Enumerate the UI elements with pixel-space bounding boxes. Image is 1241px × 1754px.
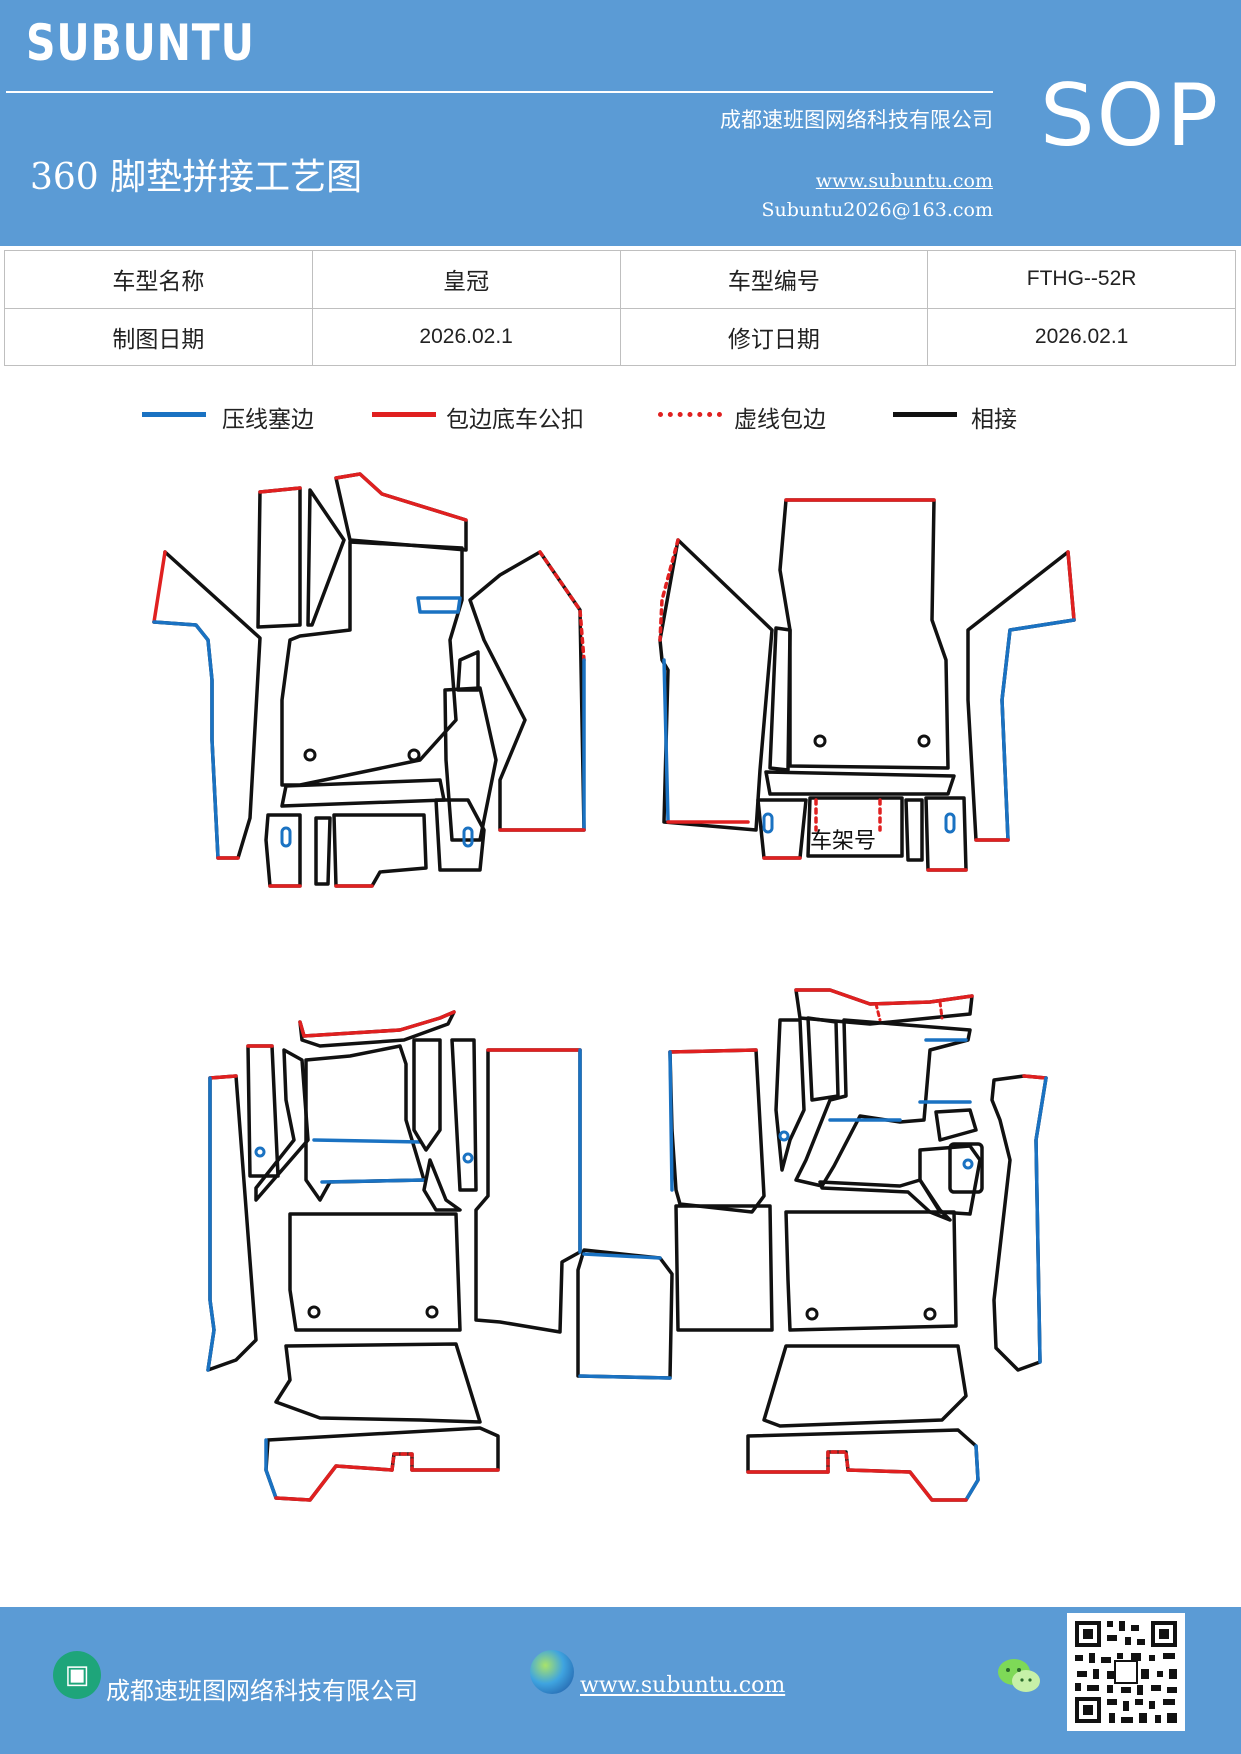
mat-rear-left [206,1010,582,1502]
mat-front-right: 车架号 [658,498,1076,872]
legend-label: 压线塞边 [222,407,314,433]
value-model-name: 皇冠 [311,250,621,309]
footer-website-link[interactable]: www.subuntu.com [580,1673,786,1698]
header-banner: SUBUNTU 成都速班图网络科技有限公司 360 脚垫拼接工艺图 www.su… [0,0,1241,246]
value-model-code: FTHG--52R [927,250,1236,309]
label-model-code: 车型编号 [619,250,929,309]
mat-rear-center [576,1248,674,1380]
legend-swatch [658,412,722,417]
value-draw-date: 2026.02.1 [311,307,621,366]
model-info-table: 车型名称 皇冠 车型编号 FTHG--52R 制图日期 2026.02.1 修订… [4,250,1236,366]
document-title: 360 脚垫拼接工艺图 [30,157,363,198]
wechat-icon [998,1659,1040,1692]
label-model-name: 车型名称 [4,250,313,309]
legend-label: 虚线包边 [734,407,826,433]
header-company-name: 成都速班图网络科技有限公司 [720,108,993,132]
header-email: Subuntu2026@163.com [761,199,993,221]
footer-company-name: 成都速班图网络科技有限公司 [106,1677,418,1705]
legend-swatch [142,412,206,417]
floor-mat-diagram: 车架号 [152,472,1076,1502]
globe-icon [530,1650,574,1694]
table-row: 制图日期 2026.02.1 修订日期 2026.02.1 [4,307,1236,366]
header-divider [6,91,993,93]
frame-number-label: 车架号 [810,829,876,854]
legend-swatch [372,412,436,417]
legend-swatch [893,412,957,417]
mat-rear-right [668,988,1048,1502]
table-row: 车型名称 皇冠 车型编号 FTHG--52R [4,250,1236,309]
legend-label: 相接 [971,407,1017,433]
label-draw-date: 制图日期 [4,307,313,366]
header-website-link[interactable]: www.subuntu.com [815,170,993,192]
label-revision-date: 修订日期 [619,307,929,366]
footer-banner: ▣ 成都速班图网络科技有限公司 www.subuntu.com [0,1607,1241,1754]
brand-logo: SUBUNTU [26,14,255,72]
qr-code-icon [1067,1613,1185,1731]
legend-label: 包边底车公扣 [446,407,584,433]
building-icon: ▣ [53,1651,101,1699]
value-revision-date: 2026.02.1 [927,307,1236,366]
mat-front-left [152,472,586,888]
sop-badge: SOP [1040,66,1221,166]
